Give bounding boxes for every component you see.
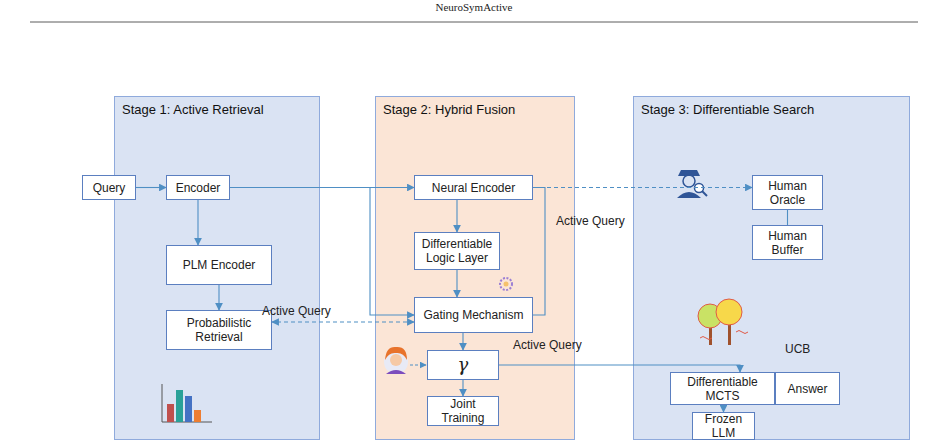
connector-arrow [136, 187, 166, 188]
connector-arrow [462, 380, 463, 396]
feedback-arrow [410, 365, 426, 366]
page-title: NeuroSymActive [0, 1, 948, 13]
stage-heading: Stage 3: Differentiable Search [641, 102, 902, 117]
process-box: Human Buffer [752, 225, 823, 260]
node-label: Probabilistic Retrieval [170, 316, 268, 344]
connector-arrow [462, 333, 463, 350]
input-box: Query [82, 175, 136, 200]
connector-layer [136, 188, 788, 413]
annotation-label: UCB [785, 342, 810, 356]
stage-panel: Stage 3: Differentiable SearchHuman Orac… [633, 96, 910, 440]
tree-icon [698, 299, 748, 345]
stage-heading: Stage 1: Active Retrieval [122, 102, 312, 117]
node-label: Answer [787, 382, 827, 396]
node-label: Differentiable Logic Layer [418, 237, 496, 265]
connector-arrow [723, 405, 724, 412]
process-box: Gating Mechanism [414, 297, 533, 333]
node-label: Neural Encoder [432, 181, 515, 195]
node-label: Frozen LLM [696, 412, 751, 440]
edge-label: Active Query [262, 304, 331, 318]
process-box: Encoder [166, 175, 230, 200]
process-box: Neural Encoder [414, 175, 533, 200]
connector-arrow [272, 321, 414, 322]
process-box: Probabilistic Retrieval [166, 310, 272, 350]
node-label: Gating Mechanism [423, 308, 523, 322]
stage-heading: Stage 2: Hybrid Fusion [383, 102, 567, 117]
node-label: Differentiable MCTS [674, 375, 771, 403]
node-label: PLM Encoder [183, 258, 256, 272]
connector-arrow [456, 200, 457, 232]
node-label: Human Oracle [756, 179, 819, 207]
bar-chart-icon [162, 384, 212, 422]
header-rule [30, 22, 918, 23]
stage-panel: Stage 2: Hybrid FusionNeural EncoderDiff… [375, 96, 575, 440]
output-box: Answer [775, 372, 840, 405]
connector-arrow [787, 210, 788, 225]
weight-box: γ [427, 350, 499, 380]
connector-arrow [197, 200, 198, 245]
process-box: Frozen LLM [692, 412, 755, 440]
connector-arrow [533, 188, 545, 316]
edge-label: Active Query [513, 338, 582, 352]
connector-arrow [230, 187, 414, 188]
process-box: Joint Training [427, 396, 499, 426]
node-label: Query [93, 181, 126, 195]
connector-arrow [533, 187, 752, 188]
person-icon [384, 347, 408, 374]
gear-icon [500, 278, 512, 290]
node-label: Joint Training [431, 397, 495, 425]
detective-icon [677, 170, 707, 198]
connector-arrow [499, 365, 740, 372]
connector-arrow [456, 270, 457, 297]
process-box: Differentiable MCTS [670, 372, 775, 405]
process-box: Human Oracle [752, 175, 823, 210]
stage-panel: Stage 1: Active RetrievalEncoderPLM Enco… [114, 96, 320, 440]
connector-arrow [218, 285, 219, 310]
node-label: γ [458, 358, 469, 372]
connector-arrow [230, 188, 414, 316]
process-box: Differentiable Logic Layer [414, 232, 500, 270]
edge-label: Active Query [556, 214, 625, 228]
node-label: Encoder [176, 181, 221, 195]
process-box: PLM Encoder [166, 245, 272, 285]
node-label: Human Buffer [756, 229, 819, 257]
